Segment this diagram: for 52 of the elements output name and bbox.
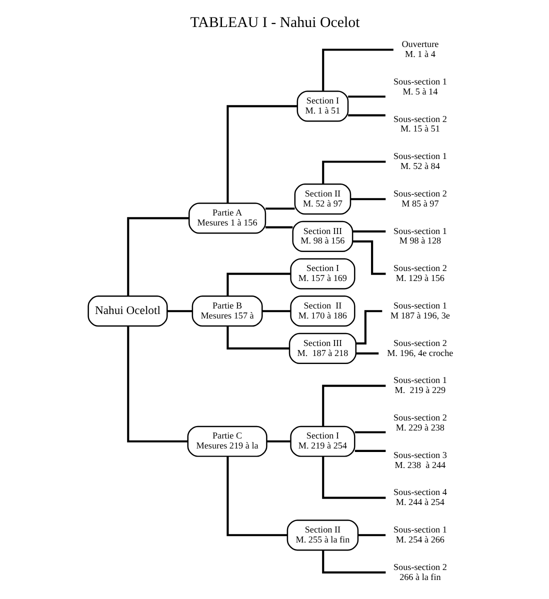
connector [350, 198, 386, 200]
connector [352, 230, 386, 232]
node-text: Sous-section 2 M. 196, 4e croche [386, 338, 453, 358]
node-text: Sous-section 2 266 à la fin [393, 562, 446, 582]
node-text: Sous-section 1 M. 5 à 14 [393, 76, 446, 96]
connector [322, 160, 386, 184]
node-box: Section II M. 52 à 97 [294, 184, 351, 215]
connector [348, 114, 385, 116]
node-text: Sous-section 2 M. 15 à 51 [393, 114, 446, 134]
connector [166, 310, 192, 312]
connector [226, 326, 289, 350]
connector [348, 96, 385, 98]
connector [126, 217, 188, 296]
node-box: Nahui Ocelotl [87, 296, 168, 327]
diagram-title: TABLEAU I - Nahui Ocelot [190, 14, 360, 31]
node-box: Section III M. 187 à 218 [288, 332, 356, 364]
connector [354, 431, 386, 434]
node-box: Partie C Mesures 219 à la [186, 426, 267, 457]
node-box: Section III M. 98 à 156 [292, 220, 353, 252]
connector [262, 310, 290, 312]
connector [265, 208, 294, 210]
node-box: Section I M. 157 à 169 [290, 258, 355, 290]
connector [322, 384, 386, 426]
node-text: Sous-section 2 M 85 à 97 [393, 188, 446, 208]
node-text: Sous-section 1 M 98 à 128 [393, 226, 446, 246]
node-text: Sous-section 1 M. 254 à 266 [393, 524, 446, 544]
node-box: Section II M. 170 à 186 [290, 296, 355, 327]
connector [322, 550, 386, 574]
connector [226, 456, 287, 536]
node-text: Sous-section 4 M. 244 à 254 [393, 487, 446, 508]
node-box: Section I M. 1 à 51 [296, 90, 348, 122]
node-box: Partie A Mesures 1 à 156 [188, 202, 266, 234]
node-text: Sous-section 1 M. 52 à 84 [393, 151, 446, 172]
node-box: Partie B Mesures 157 à [191, 296, 262, 327]
node-box: Section I M. 219 à 254 [290, 426, 355, 457]
connector [226, 272, 290, 296]
connector [354, 450, 386, 452]
connector [126, 326, 188, 442]
connector [265, 226, 292, 228]
connector [358, 534, 386, 536]
node-box: Section II M. 255 à la fin [286, 520, 358, 551]
connector [322, 48, 393, 92]
node-text: Sous-section 3 M. 238 à 244 [393, 450, 446, 470]
node-text: Sous-section 1 M. 219 à 229 [393, 375, 446, 396]
connector [322, 456, 386, 499]
node-text: Sous-section 1 M 187 à 196, 3e [390, 300, 450, 320]
node-text: Sous-section 2 M. 129 à 156 [393, 263, 446, 284]
connector [226, 105, 297, 204]
connector [355, 352, 378, 354]
node-text: Sous-section 2 M. 229 à 238 [393, 412, 446, 432]
connector [266, 440, 290, 442]
node-text: Ouverture M. 1 à 4 [401, 39, 438, 60]
